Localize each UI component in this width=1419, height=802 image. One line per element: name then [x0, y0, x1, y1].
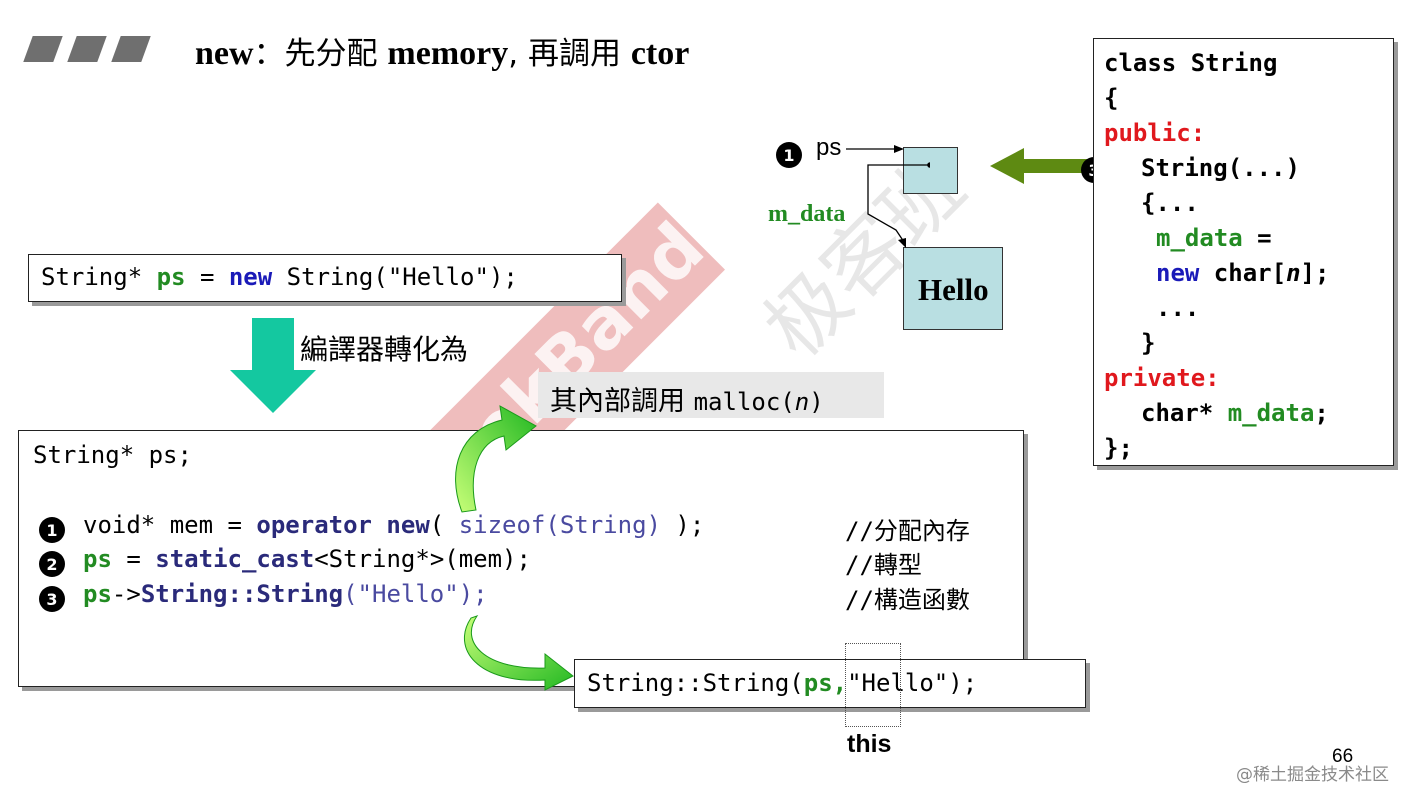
class-brace-open: {: [1104, 84, 1119, 112]
source-statement: String* ps = new String("Hello");: [41, 263, 518, 291]
malloc-label: 其內部調用 malloc(n): [538, 372, 884, 418]
ctor-body-open: {...: [1141, 189, 1199, 217]
malloc-curve-arrow-icon: [455, 405, 537, 513]
expanded-code-box: String* ps; 1 void* mem = operator new( …: [18, 430, 1024, 687]
ps-label: ps: [816, 134, 842, 161]
mdata-assign: m_data =: [1156, 224, 1272, 252]
this-label: this: [847, 730, 892, 758]
ctor-call: String::String(ps,"Hello");: [587, 669, 978, 697]
member-decl: char* m_data;: [1141, 399, 1329, 427]
comment-alloc: //分配內存: [845, 517, 970, 545]
ps-pointer-cell: [903, 147, 958, 194]
header-mark-2: [67, 36, 107, 62]
code-line-ctor: ps->String::String("Hello");: [83, 580, 488, 608]
diagram-arrows-icon: [846, 145, 930, 248]
ctor-call-box: String::String(ps,"Hello");: [574, 659, 1086, 708]
class-string-box: class String { public: String(...) {... …: [1093, 38, 1394, 466]
bullet-2: 2: [39, 551, 65, 577]
code-line-cast: ps = static_cast<String*>(mem);: [83, 545, 531, 573]
private-label: private:: [1104, 364, 1220, 392]
ctor-body-close: }: [1141, 329, 1156, 357]
new-char-expr: new char[n];: [1156, 259, 1330, 287]
comment-ctor: //構造函數: [845, 586, 970, 614]
code-line-decl: String* ps;: [33, 441, 192, 469]
ctor-decl: String(...): [1141, 154, 1300, 182]
header-mark-1: [23, 36, 63, 62]
ctor-ellipsis: ...: [1156, 294, 1200, 322]
comment-cast: //轉型: [845, 551, 922, 579]
ctor-link-arrow-icon: [990, 148, 1128, 184]
footer-credit: @稀土掘金技术社区: [1236, 765, 1389, 785]
mdata-label: m_data: [768, 201, 846, 227]
source-statement-box: String* ps = new String("Hello");: [28, 254, 622, 302]
public-label: public:: [1104, 119, 1206, 147]
ctor-curve-arrow-icon: [463, 615, 574, 691]
page-number: 66: [1332, 746, 1354, 767]
bullet-diagram-1: 1: [776, 142, 802, 168]
hello-cell: [903, 247, 1003, 330]
code-line-alloc: void* mem = operator new( sizeof(String)…: [83, 511, 705, 539]
bullet-3: 3: [39, 586, 65, 612]
this-highlight-frame: [845, 643, 901, 727]
compile-arrow-icon: [230, 318, 316, 413]
bullet-1: 1: [39, 517, 65, 543]
hello-label: Hello: [918, 272, 989, 307]
class-brace-close: };: [1104, 434, 1133, 462]
compiler-label: 編譯器轉化為: [300, 333, 469, 366]
page-title: new：先分配 memory, 再調用 ctor: [195, 35, 690, 72]
header-mark-3: [111, 36, 151, 62]
class-decl: class String: [1104, 49, 1278, 77]
